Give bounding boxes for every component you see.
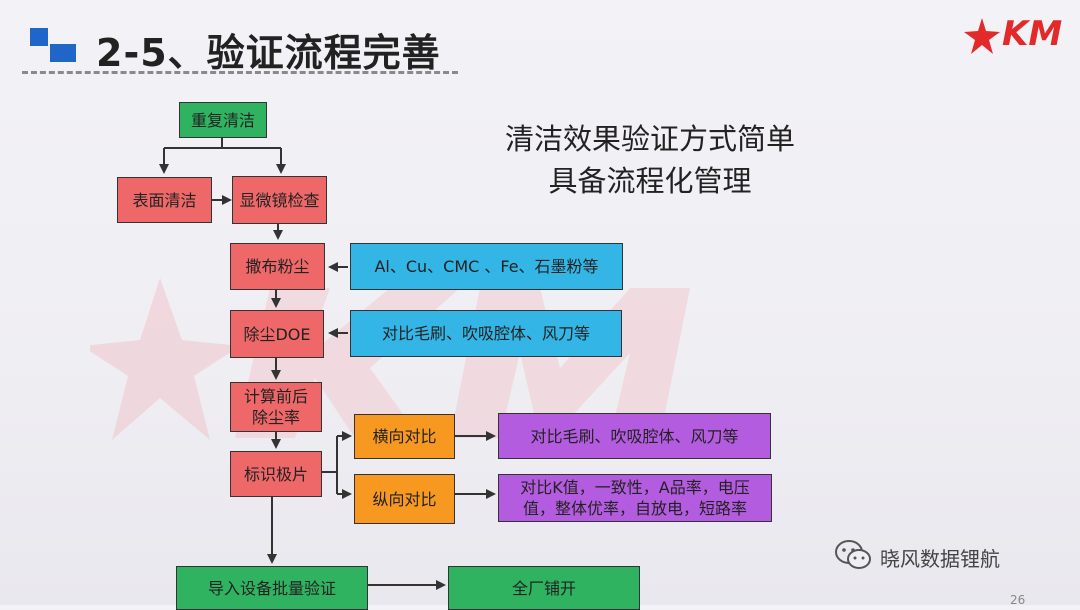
star-icon [964, 18, 1000, 54]
page-number: 26 [1010, 593, 1026, 607]
slogan-line-2: 具备流程化管理 [548, 164, 752, 198]
horizontal-compare-box: 横向对比 [354, 414, 455, 459]
spread-dust-box: 撒布粉尘 [230, 243, 325, 290]
slogan: 清洁效果验证方式简单 具备流程化管理 [460, 118, 840, 202]
import-equipment-box: 导入设备批量验证 [176, 566, 368, 610]
repeat-clean-box: 重复清洁 [179, 102, 267, 138]
doe-tools-note: 对比毛刷、吹吸腔体、风刀等 [350, 310, 622, 357]
header-square-icon-2 [50, 44, 76, 62]
mark-pole-box: 标识极片 [230, 451, 322, 497]
calc-removal-rate-box: 计算前后除尘率 [230, 382, 322, 432]
title-divider [22, 71, 458, 74]
factory-rollout-box: 全厂铺开 [448, 566, 640, 610]
watermark-account-name: 晓风数据锂航 [880, 547, 1000, 571]
microscope-check-box: 显微镜检查 [232, 176, 327, 224]
horizontal-detail-note: 对比毛刷、吹吸腔体、风刀等 [498, 413, 771, 459]
surface-clean-box: 表面清洁 [117, 177, 212, 223]
wechat-icon [835, 540, 871, 569]
logo-text: KM [1002, 14, 1063, 54]
page-title: 2-5、验证流程完善 [96, 31, 441, 75]
dust-removal-doe-box: 除尘DOE [230, 310, 324, 358]
km-logo: KM [962, 14, 1076, 56]
vertical-detail-note: 对比K值，一致性，A品率，电压值，整体优率，自放电，短路率 [498, 474, 772, 522]
slogan-line-1: 清洁效果验证方式简单 [504, 122, 795, 156]
header-square-icon [30, 28, 48, 46]
vertical-compare-box: 纵向对比 [354, 474, 455, 524]
dust-materials-note: Al、Cu、CMC 、Fe、石墨粉等 [350, 243, 623, 290]
